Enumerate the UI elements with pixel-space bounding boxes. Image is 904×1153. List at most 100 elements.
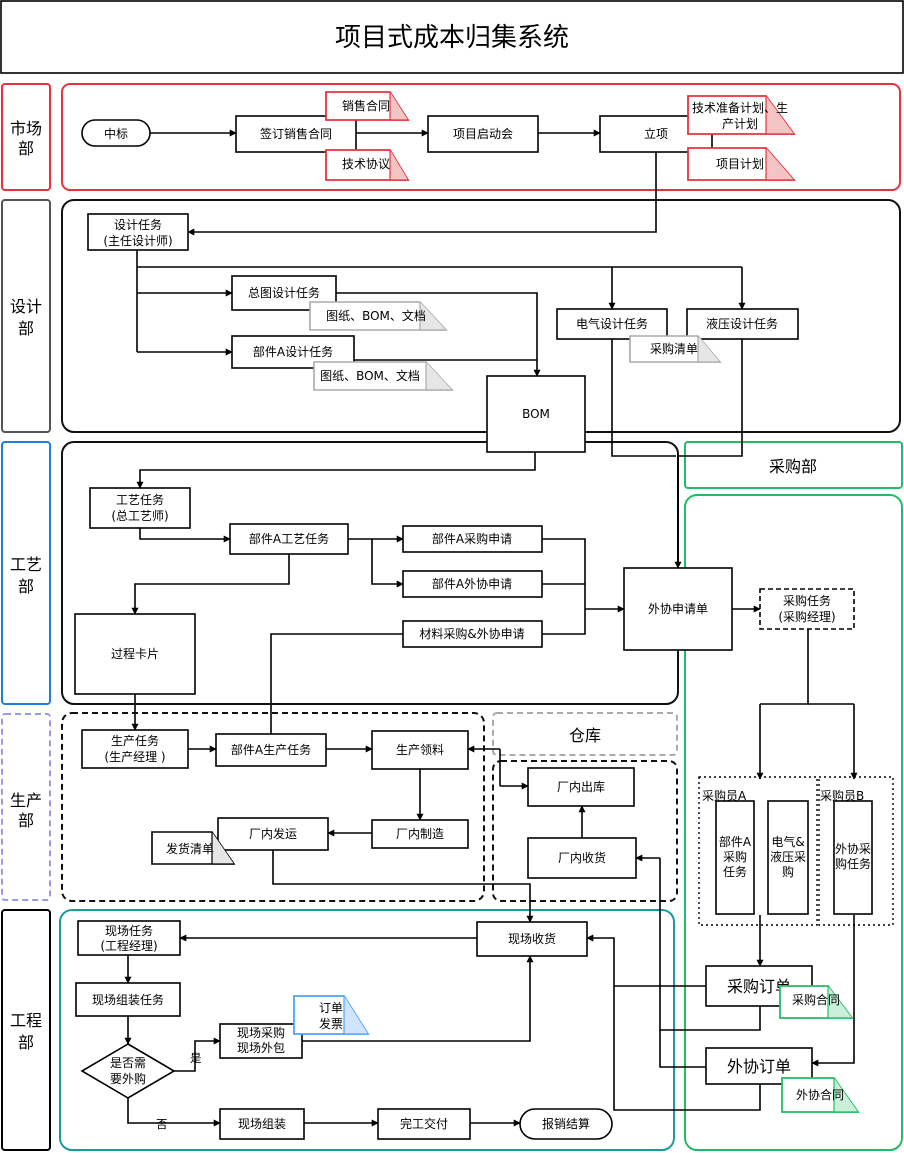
node-outsource-order-label: 外协订单 bbox=[727, 1057, 791, 1076]
lane-design-line2: 部 bbox=[18, 319, 34, 338]
doc-general-design-files-label: 图纸、BOM、文档 bbox=[326, 308, 426, 323]
doc-partA-design-files[interactable]: 图纸、BOM、文档 bbox=[313, 361, 454, 391]
node-partA-production[interactable] bbox=[215, 733, 327, 767]
node-purchase-order-label: 采购订单 bbox=[727, 977, 791, 996]
lane-production-line2: 部 bbox=[18, 811, 34, 830]
node-purchase-task-line1: 采购任务 bbox=[783, 593, 831, 608]
lane-design-label: 设计 部 bbox=[1, 199, 51, 433]
node-reimbursement-label: 报销结算 bbox=[542, 1116, 590, 1131]
node-bom[interactable] bbox=[486, 375, 586, 453]
doc-sales-contract[interactable]: 销售合同 bbox=[325, 91, 410, 121]
node-production-picking[interactable] bbox=[371, 730, 469, 770]
doc-order-invoice[interactable]: 订单 发票 bbox=[293, 995, 370, 1035]
node-wh-receiving-label: 厂内收货 bbox=[558, 850, 606, 865]
node-buyer-a-elec-line3: 购 bbox=[782, 864, 794, 879]
node-need-outsource-line1: 是否需 bbox=[110, 1056, 146, 1070]
node-site-assembly-task[interactable] bbox=[75, 982, 181, 1017]
lane-market-line1: 市场 bbox=[10, 119, 42, 138]
node-site-receiving[interactable] bbox=[476, 921, 588, 957]
lane-process-line1: 工艺 bbox=[10, 555, 42, 574]
node-partA-outsource-req[interactable] bbox=[402, 570, 543, 598]
node-bom-label: BOM bbox=[522, 407, 550, 421]
node-completion-label: 完工交付 bbox=[400, 1116, 448, 1131]
node-process-task[interactable] bbox=[89, 487, 191, 529]
doc-project-plan-label: 项目计划 bbox=[716, 157, 764, 171]
node-win-bid[interactable] bbox=[81, 119, 151, 147]
node-reimbursement[interactable] bbox=[519, 1108, 613, 1140]
node-design-task-line1: 设计任务 bbox=[114, 217, 162, 232]
doc-purchase-contract-label: 采购合同 bbox=[792, 992, 840, 1007]
lane-design-line1: 设计 bbox=[10, 297, 42, 316]
warehouse-title: 仓库 bbox=[569, 726, 601, 745]
doc-project-plan[interactable]: 项目计划 bbox=[687, 147, 796, 181]
lane-engineering-line2: 部 bbox=[18, 1033, 34, 1052]
node-outsource-form[interactable] bbox=[623, 567, 733, 651]
purchase-title: 采购部 bbox=[769, 457, 817, 476]
node-site-purchase[interactable] bbox=[219, 1023, 303, 1059]
doc-tech-agreement-label: 技术协议 bbox=[342, 156, 390, 171]
node-completion[interactable] bbox=[377, 1108, 471, 1140]
doc-tech-agreement[interactable]: 技术协议 bbox=[325, 149, 410, 181]
node-win-bid-label: 中标 bbox=[104, 126, 128, 141]
design-frame bbox=[61, 199, 901, 433]
node-material-req[interactable] bbox=[402, 620, 543, 648]
node-production-task-line2: (生产经理 ) bbox=[104, 750, 165, 764]
node-outsource-order[interactable] bbox=[705, 1047, 813, 1085]
buyer-a-label: 采购员A bbox=[702, 788, 747, 803]
doc-outsource-contract-label: 外协合同 bbox=[796, 1087, 844, 1102]
lane-engineering-label: 工程 部 bbox=[1, 909, 51, 1151]
doc-tech-prep-plan[interactable]: 技术准备计划、生 产计划 bbox=[687, 95, 796, 135]
node-kickoff[interactable] bbox=[427, 115, 539, 153]
node-buyer-a-elec[interactable] bbox=[767, 800, 809, 915]
node-design-task-line2: (主任设计师) bbox=[103, 234, 172, 248]
node-process-card[interactable] bbox=[74, 613, 196, 695]
doc-general-design-files[interactable]: 图纸、BOM、文档 bbox=[309, 301, 448, 331]
node-in-plant-manufacture[interactable] bbox=[371, 819, 469, 849]
node-wh-outbound[interactable] bbox=[527, 767, 635, 807]
doc-outsource-contract[interactable]: 外协合同 bbox=[781, 1077, 860, 1113]
node-in-plant-shipping[interactable] bbox=[217, 817, 329, 851]
node-production-task[interactable] bbox=[81, 729, 189, 769]
node-buyer-a-elec-line2: 液压采 bbox=[770, 849, 806, 864]
doc-shipping-list[interactable]: 发货清单 bbox=[151, 831, 236, 865]
node-hydraulic-design[interactable] bbox=[686, 308, 799, 340]
node-partA-purchase-req-label: 部件A采购申请 bbox=[432, 531, 512, 546]
doc-order-invoice-line2: 发票 bbox=[319, 1016, 343, 1031]
doc-order-invoice-line1: 订单 bbox=[319, 1001, 343, 1015]
doc-sales-contract-label: 销售合同 bbox=[342, 98, 390, 113]
lane-engineering-line1: 工程 bbox=[10, 1011, 42, 1030]
node-site-assembly-label: 现场组装 bbox=[238, 1117, 286, 1131]
edge-label-yes: 是 bbox=[190, 1051, 202, 1065]
node-purchase-task-line2: (采购经理) bbox=[778, 609, 835, 624]
node-site-receiving-label: 现场收货 bbox=[508, 931, 556, 946]
node-partA-purchase-req[interactable] bbox=[402, 525, 543, 553]
node-buyer-b-outsource-line1: 外协采 bbox=[835, 841, 871, 856]
node-electrical-design[interactable] bbox=[556, 308, 668, 340]
node-site-assembly[interactable] bbox=[219, 1108, 305, 1140]
doc-purchase-list[interactable]: 采购清单 bbox=[629, 335, 722, 363]
node-production-task-line1: 生产任务 bbox=[111, 733, 159, 748]
node-need-outsource[interactable] bbox=[80, 1043, 176, 1099]
node-kickoff-label: 项目启动会 bbox=[453, 127, 513, 141]
node-production-picking-label: 生产领料 bbox=[396, 743, 444, 757]
node-site-task[interactable] bbox=[77, 920, 181, 956]
node-sign-contract[interactable] bbox=[235, 115, 357, 153]
node-site-assembly-task-label: 现场组装任务 bbox=[92, 992, 164, 1007]
doc-purchase-contract[interactable]: 采购合同 bbox=[779, 985, 854, 1019]
node-project-setup-label: 立项 bbox=[644, 126, 668, 141]
lane-market-label: 市场 部 bbox=[1, 83, 51, 191]
node-partA-process[interactable] bbox=[229, 523, 349, 555]
market-frame bbox=[61, 83, 901, 191]
lane-production-line1: 生产 bbox=[10, 791, 42, 810]
node-partA-process-label: 部件A工艺任务 bbox=[249, 531, 329, 546]
node-site-task-line2: (工程经理) bbox=[100, 938, 157, 953]
node-purchase-task[interactable] bbox=[759, 588, 855, 630]
node-material-req-label: 材料采购&外协申请 bbox=[419, 626, 524, 641]
node-design-task[interactable] bbox=[87, 213, 189, 251]
purchase-header bbox=[684, 441, 903, 489]
node-site-purchase-line1: 现场采购 bbox=[237, 1025, 285, 1040]
node-buyer-b-outsource[interactable] bbox=[833, 800, 873, 915]
node-buyer-a-partA[interactable] bbox=[715, 800, 755, 915]
node-wh-receiving[interactable] bbox=[527, 837, 637, 879]
